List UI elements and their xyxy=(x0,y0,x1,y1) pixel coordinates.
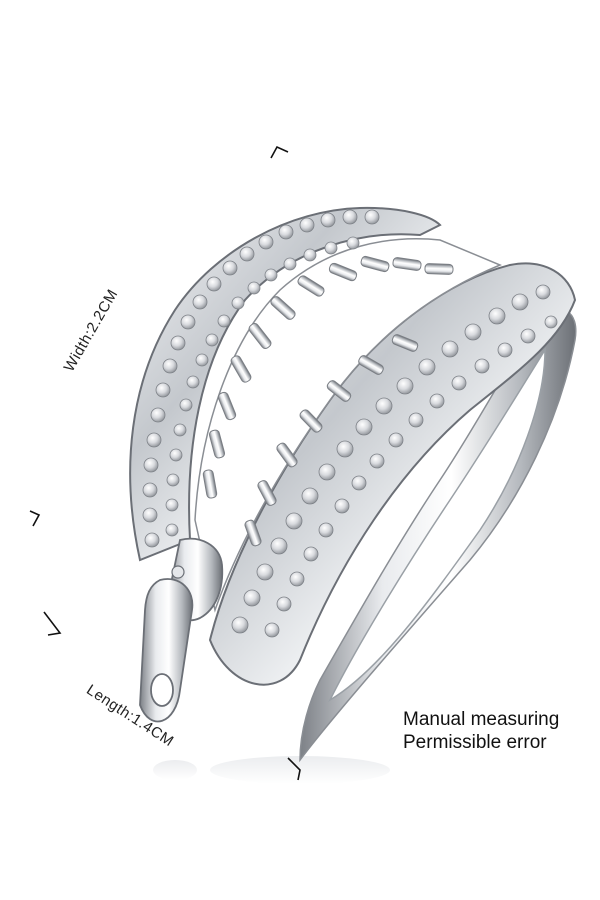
zipper-channel xyxy=(194,238,502,613)
left-pave-band xyxy=(129,206,442,562)
left-band-stones xyxy=(142,209,380,548)
ring-inner-opening xyxy=(328,347,546,702)
zipper-pull-charm xyxy=(139,537,224,723)
charm-reflection xyxy=(153,760,197,780)
note-line-2: Permissible error xyxy=(403,732,547,753)
measurement-note: Manual measuring Permissible error xyxy=(403,708,559,754)
note-line-1: Manual measuring xyxy=(403,709,560,730)
right-band-stones xyxy=(231,284,558,638)
zipper-teeth xyxy=(202,255,454,547)
measure-marks xyxy=(29,145,301,781)
